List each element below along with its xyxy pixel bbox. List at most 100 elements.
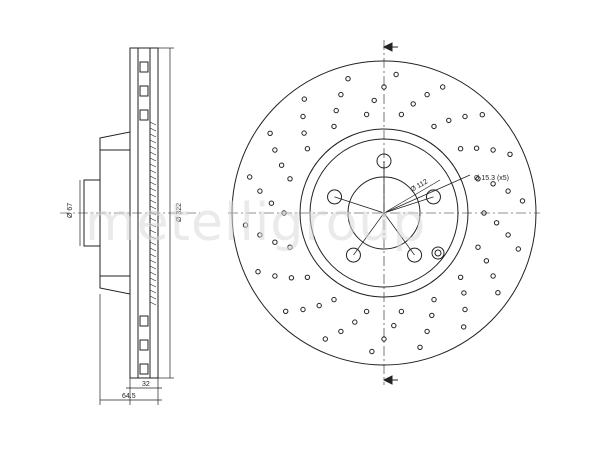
vane-mark [149,265,157,270]
vane-mark [149,277,157,282]
drill-hole [495,290,501,296]
section-arrows [382,42,398,385]
drill-hole [300,306,306,313]
vane-mark [149,169,157,174]
drill-hole [338,328,344,335]
vane-mark [149,217,157,222]
drill-hole [398,111,405,118]
drill-hole [431,296,437,303]
vane-mark [149,271,157,276]
vane-mark [149,223,157,228]
drill-hole [257,188,263,194]
vane-mark [149,253,157,258]
drill-hole [515,246,521,252]
drill-hole [424,91,430,98]
vent-slot [139,339,149,351]
drill-hole [483,258,490,264]
drill-hole [247,174,253,180]
drill-hole [304,274,311,280]
drill-hole [272,239,278,245]
vane-mark [149,151,157,156]
bolt-hole [425,189,441,205]
drill-hole [283,308,289,314]
section-arrow-top-icon [382,42,393,52]
drill-hole [301,96,307,102]
vane-mark [149,247,157,252]
drill-hole [429,312,435,319]
vane-mark [149,199,157,204]
vane-mark [149,163,157,168]
vane-mark [149,211,157,216]
vane-mark [149,175,157,180]
drill-hole [333,107,339,114]
vane-mark [149,205,157,210]
drill-hole [288,275,295,281]
vane-mark [149,181,157,186]
drill-hole [345,76,351,82]
drill-hole [272,273,278,279]
drill-hole [446,117,452,124]
drill-hole [267,130,273,137]
drill-hole [507,151,513,158]
bolt-hole [407,247,423,263]
vane-mark [149,157,157,162]
vane-pattern [149,121,157,306]
vane-mark [149,133,157,138]
vane-mark [149,187,157,192]
bolt-circle-leader [383,179,441,214]
vent-slot [139,363,149,375]
drill-hole [475,244,481,250]
drill-hole [490,147,496,153]
bolt-spoke [334,196,385,214]
overall-height-label: 64.5 [122,393,136,400]
drill-hole [391,322,397,329]
drill-hole [287,176,293,182]
vane-mark [149,139,157,144]
vane-mark [149,229,157,234]
drill-hole [462,113,468,120]
drill-hole [490,273,496,279]
drill-hole [242,222,249,228]
disc-thickness-label: 32 [142,381,150,388]
drill-hole [272,147,278,153]
bolt-spoke [383,212,415,256]
drill-hole [268,200,275,206]
drill-hole [278,162,285,168]
drill-hole [519,198,526,204]
vent-slot [139,85,149,97]
bolt-spoke [383,196,434,214]
drill-hole [331,296,337,303]
drill-hole [363,308,370,315]
drill-hole [393,71,399,78]
bolt-hole-label: Ø 15.3 (x5) [474,175,509,182]
drill-hole [300,113,306,120]
bolt-spoke [353,212,385,256]
locator-hole-inner [434,249,442,257]
bolt-hole [345,247,361,263]
vent-slot [139,109,149,121]
vane-mark [149,235,157,240]
drill-hole [461,290,467,296]
drill-hole [338,91,344,98]
drill-hole [479,112,485,118]
front-dimension-leaders [383,174,471,214]
bolt-hole [327,189,343,205]
vane-mark [149,241,157,246]
drill-hole [410,101,416,107]
drill-hole [473,145,480,151]
drill-hole [371,97,377,104]
drill-hole [457,146,464,152]
drill-hole [257,232,263,238]
drill-hole [304,146,311,152]
drill-hole [316,302,322,309]
vane-mark [149,127,157,132]
vane-mark [149,301,157,306]
vane-mark [149,259,157,264]
drill-hole [461,324,467,330]
drill-hole [352,319,358,325]
locator-hole [431,246,445,260]
drill-hole [417,344,423,350]
drill-hole [369,348,375,355]
bolt-circle-label: Ø 112 [410,178,430,193]
